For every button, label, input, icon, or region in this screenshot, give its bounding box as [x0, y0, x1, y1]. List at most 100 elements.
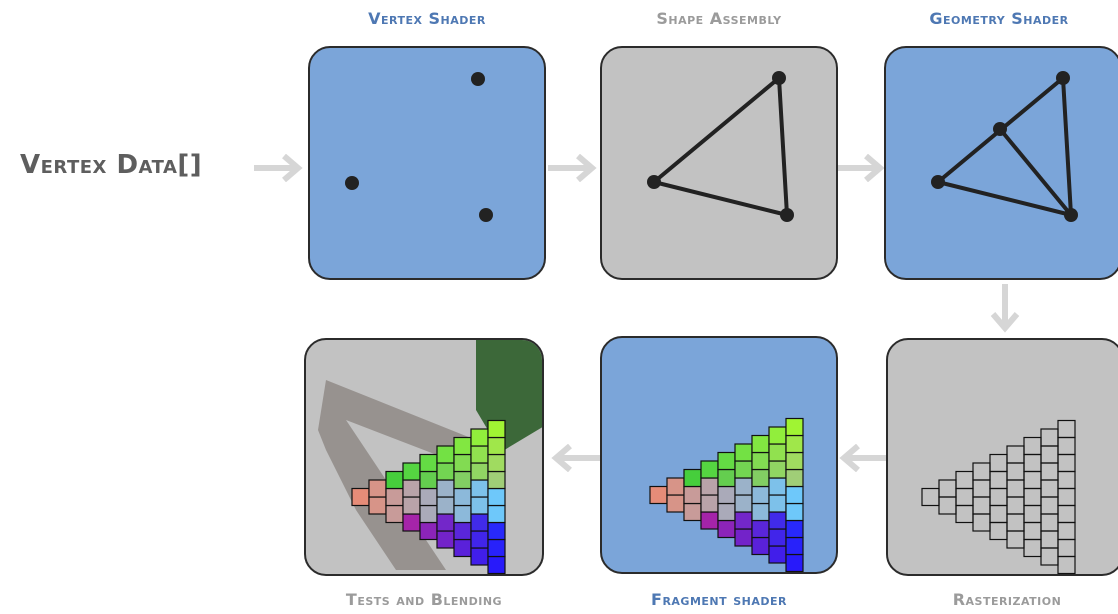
fragment-cell [1057, 555, 1076, 574]
fragment-cell [1057, 470, 1076, 490]
fragment-cell [1040, 479, 1059, 498]
fragment-cell [1040, 462, 1059, 481]
arrow-right-icon [548, 154, 597, 182]
fragment-cell [785, 536, 804, 556]
fragment-cell [989, 504, 1008, 524]
fragment-cell [419, 504, 438, 524]
fragment-cell [402, 496, 421, 515]
fragment-cell [751, 519, 770, 539]
arrow-right-icon [836, 154, 885, 182]
vertex-point [479, 208, 493, 222]
fragment-cell [751, 434, 770, 454]
fragment-cell [700, 511, 719, 530]
fragment-cell [751, 536, 770, 556]
fragment-cell [487, 453, 506, 473]
fragment-cell [768, 426, 787, 445]
fragment-cell [1006, 479, 1025, 498]
fragment-cell [402, 462, 421, 481]
fragment-cell [989, 453, 1008, 473]
fragment-cell [453, 436, 472, 456]
fragment-cell [1040, 530, 1059, 549]
fragment-cell [734, 511, 753, 530]
fragment-cell [487, 504, 506, 524]
fragment-cell [1006, 530, 1025, 549]
fragment-cell [419, 453, 438, 473]
fragment-cell [1057, 521, 1076, 541]
fragment-cell [1023, 436, 1042, 456]
fragment-cell [1023, 487, 1042, 507]
fragment-cell [436, 530, 455, 549]
fragment-cell [649, 485, 668, 505]
fragment-cell [785, 502, 804, 522]
fragment-cell [470, 496, 489, 515]
fragment-cell [683, 468, 702, 488]
fragment-cell [989, 521, 1008, 541]
fragment-cell [419, 487, 438, 507]
fragment-cell [938, 479, 957, 498]
rasterization-stage [886, 338, 1118, 576]
fragment-cell [751, 468, 770, 488]
fragment-cell [921, 487, 940, 507]
fragment-cell [1040, 445, 1059, 464]
fragment-cell [1057, 436, 1076, 456]
fragment-cell [972, 479, 991, 498]
fragment-cell [470, 513, 489, 532]
fragment-cell [768, 511, 787, 530]
fragment-cell [751, 451, 770, 471]
fragment-cell [768, 460, 787, 479]
fragment-cell [470, 462, 489, 481]
fragment-cell [785, 468, 804, 488]
fragment-cell [768, 494, 787, 513]
fragment-cell [717, 451, 736, 471]
fragment-cell [453, 470, 472, 490]
fragment-cell [972, 496, 991, 515]
fragment-cell [1040, 547, 1059, 566]
fragment-cell [955, 487, 974, 507]
fragment-cell [666, 494, 685, 513]
fragment-cell [1040, 496, 1059, 515]
fragment-cell [734, 494, 753, 513]
fragment-cell [700, 494, 719, 513]
fragment-cell [402, 513, 421, 532]
tests-and-blending-label: Tests and Blending [345, 590, 503, 609]
fragment-cell [385, 487, 404, 507]
fragment-cell [470, 547, 489, 566]
fragment-cell [1006, 445, 1025, 464]
fragment-cell [470, 445, 489, 464]
fragment-cell [734, 443, 753, 462]
fragment-cell [453, 487, 472, 507]
fragment-cell [487, 538, 506, 558]
fragment-cell [436, 462, 455, 481]
fragment-cell [487, 555, 506, 574]
fragment-cell [717, 468, 736, 488]
fragment-cell [768, 528, 787, 547]
fragment-shader-stage [600, 336, 838, 574]
fragment-cell [734, 477, 753, 496]
fragment-shader-label: Fragment shader [651, 590, 787, 609]
fragment-cell [487, 436, 506, 456]
occluding-gray-shape [318, 380, 476, 570]
fragment-cell [785, 451, 804, 471]
fragment-cell [1040, 428, 1059, 447]
fragment-cell [470, 428, 489, 447]
fragment-cell [487, 470, 506, 490]
fragment-cell [1057, 504, 1076, 524]
fragment-cell [1057, 487, 1076, 507]
fragment-cell [955, 504, 974, 524]
fragment-cell [453, 521, 472, 541]
fragment-cell [1023, 453, 1042, 473]
vertex-point [345, 176, 359, 190]
fragment-cell [487, 521, 506, 541]
fragment-cell [717, 485, 736, 505]
vertex-shader-stage [308, 46, 546, 280]
fragment-cell [768, 477, 787, 496]
fragment-cell [717, 519, 736, 539]
fragment-cell [436, 513, 455, 532]
fragment-cell [1057, 419, 1076, 439]
fragment-cell [700, 477, 719, 496]
vertex-data-label: Vertex Data[] [20, 150, 203, 180]
fragment-cell [385, 470, 404, 490]
fragment-cell [1023, 504, 1042, 524]
fragment-cell [385, 504, 404, 524]
fragment-cell [768, 545, 787, 564]
